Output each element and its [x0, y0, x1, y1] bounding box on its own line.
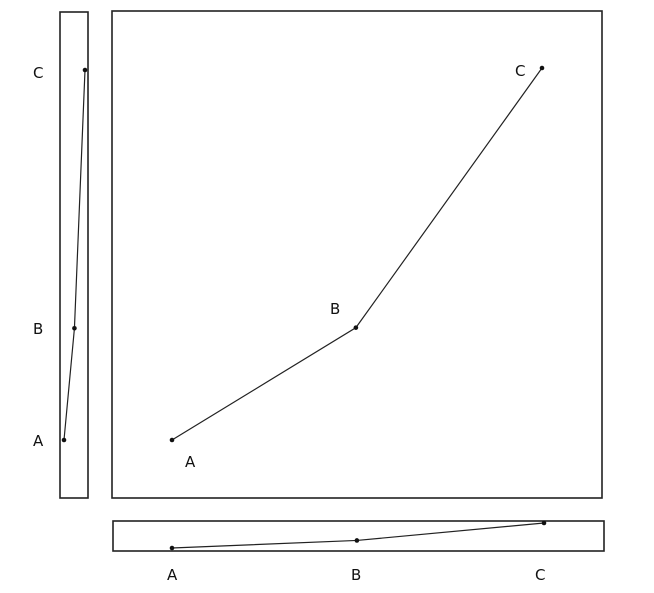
- left-panel-point-a: [61, 437, 67, 443]
- left-panel-point-c: [82, 67, 88, 73]
- main-panel-label-b: B: [330, 300, 340, 318]
- bottom-panel-label-a: A: [167, 566, 178, 584]
- left-panel-label-c: C: [33, 64, 43, 82]
- left-panel: C B A: [33, 11, 89, 499]
- bottom-panel-label-b: B: [351, 566, 361, 584]
- bottom-panel-point-c: [541, 520, 547, 526]
- bottom-panel-point-a: [169, 545, 175, 551]
- main-panel-point-b: [353, 325, 359, 330]
- left-panel-label-a: A: [33, 432, 44, 450]
- bottom-panel-frame: [112, 520, 605, 552]
- main-panel-point-a: [169, 437, 175, 443]
- left-panel-frame: [59, 11, 89, 499]
- main-panel-point-c: [539, 65, 545, 71]
- main-panel-frame: [111, 10, 603, 499]
- main-panel-label-a: A: [185, 453, 196, 471]
- main-panel-label-c: C: [515, 62, 525, 80]
- bottom-panel: A B C: [112, 520, 605, 584]
- bottom-panel-point-b: [354, 538, 360, 543]
- left-panel-point-b: [72, 325, 77, 331]
- left-panel-label-b: B: [33, 320, 43, 338]
- main-panel: A B C: [111, 10, 603, 499]
- bottom-panel-label-c: C: [535, 566, 545, 584]
